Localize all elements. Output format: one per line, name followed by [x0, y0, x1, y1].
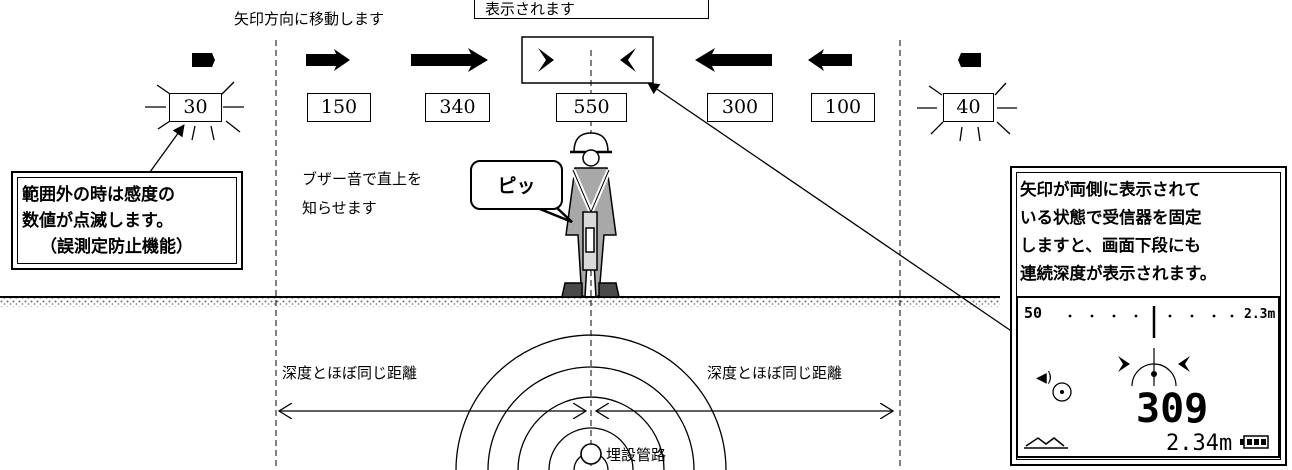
- antenna-icon: [1025, 437, 1065, 447]
- top-callout-box: 表示されます: [474, 0, 709, 19]
- reading-value: 300: [707, 93, 773, 122]
- reading-value: 150: [307, 93, 371, 122]
- out-of-range-line: 範囲外の時は感度の: [22, 185, 175, 205]
- lcd-left-chevron: [1178, 356, 1190, 372]
- reading-value-center: 550: [556, 93, 627, 122]
- fix-receiver-line: 連続深度が表示されます。: [1020, 264, 1217, 283]
- buried-pipe: [580, 443, 602, 465]
- fix-receiver-line: 矢印が両側に表示されて: [1020, 180, 1202, 199]
- buzzer-text-line: 知らせます: [302, 199, 377, 217]
- depth-distance-label-left: 深度とほぼ同じ距離: [282, 364, 418, 382]
- lcd-right-chevron: [1118, 356, 1130, 372]
- reading-value: 100: [811, 93, 875, 122]
- out-of-range-line: 数値が点滅します。: [22, 211, 174, 231]
- worker-figure: [561, 132, 620, 299]
- speech-bubble-text: ピッ: [497, 175, 536, 197]
- flash-rays-right: [917, 82, 1017, 142]
- fix-receiver-line: いる状態で受信器を固定: [1020, 208, 1202, 227]
- flash-rays-left: [145, 81, 244, 141]
- ground-strip: [0, 297, 1000, 307]
- reading-left-out-of-range: 30: [169, 93, 222, 122]
- lcd-depth: 2.34m: [1166, 431, 1232, 456]
- note-pointer: [149, 124, 185, 173]
- lcd-big-value: 309: [1136, 386, 1208, 432]
- direction-arrows: [192, 48, 981, 72]
- arrow-direction-caption: 矢印方向に移動します: [234, 10, 385, 28]
- fix-receiver-line: しますと、画面下段にも: [1020, 236, 1201, 255]
- lcd-top-right: 2.3m: [1244, 307, 1275, 322]
- receiver-lcd: 50 2.3m ◀) 309 2.34m: [1016, 296, 1280, 458]
- speech-bubble: ピッ: [470, 160, 563, 210]
- out-of-range-line: （誤測定防止機能）: [40, 237, 193, 257]
- reading-value: 340: [425, 93, 490, 122]
- top-callout-text: 表示されます: [485, 0, 576, 18]
- center-arrow-frame: [521, 36, 654, 84]
- depth-distance-label-right: 深度とほぼ同じ距離: [707, 364, 843, 382]
- buried-pipe-label: 埋設管路: [606, 446, 667, 464]
- lcd-top-left: 50: [1024, 304, 1042, 322]
- buzzer-text-line: ブザー音で直上を: [302, 170, 423, 188]
- target-icon: [1052, 382, 1072, 402]
- out-of-range-note: 範囲外の時は感度の 数値が点滅します。 （誤測定防止機能）: [11, 171, 243, 270]
- speech-bubble-tail: [534, 205, 573, 224]
- speaker-icon: ◀): [1036, 370, 1052, 386]
- reading-right-out-of-range: 40: [943, 93, 994, 122]
- lcd-scale-dots: [1068, 314, 1234, 318]
